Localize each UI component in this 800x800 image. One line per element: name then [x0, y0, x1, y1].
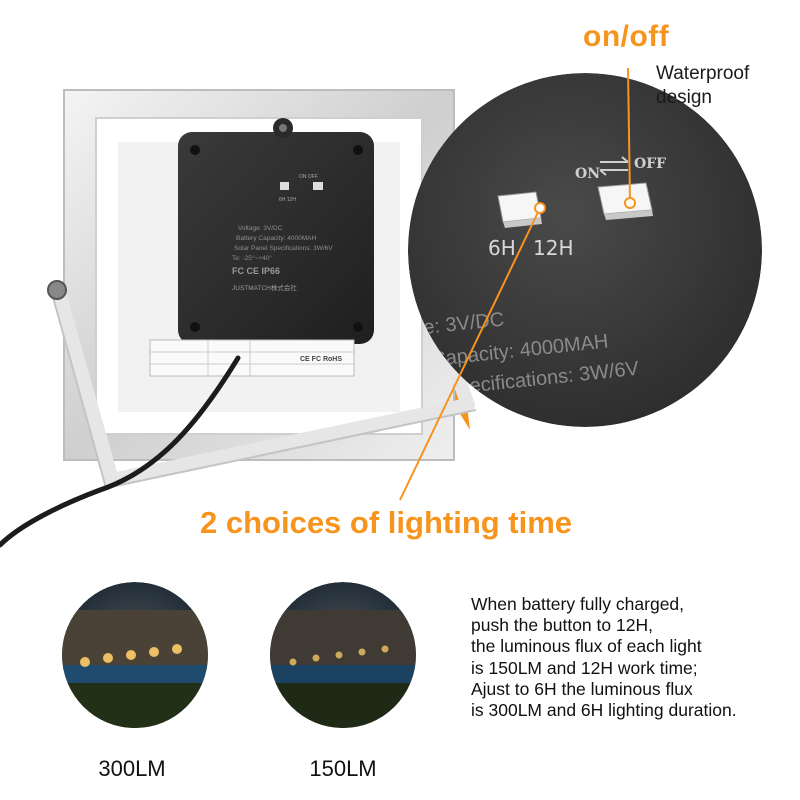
zoom-on-label: ON [575, 166, 600, 182]
description-line: When battery fully charged, [471, 594, 685, 614]
zoom-detail: ON OFF 6H 12H e: 3V/DC Capacity: 4000MAH… [408, 73, 762, 427]
bracket-knob-icon [47, 280, 67, 300]
description-line: the luminous flux of each light [471, 636, 702, 657]
callout-dot-6h [534, 202, 546, 214]
battery-box: ON OFF 6H 12H Voltage: 3V/DC Battery Cap… [178, 118, 374, 344]
switch-6h-button [497, 191, 542, 228]
callout-lines [399, 67, 631, 501]
description-line: push the button to 12H, [471, 615, 653, 636]
photo-caption-300lm: 300LM [98, 756, 166, 781]
spec-sticker: CE FC RoHS [149, 339, 355, 377]
device-certs: FC CE IP66 [232, 266, 280, 276]
description-line: is 300LM and 6H lighting duration. [471, 700, 737, 721]
device-voltage: Voltage: 3V/DC [238, 225, 283, 232]
switch-title: on/off [583, 20, 670, 53]
waterproof-line-1: Waterproof [656, 63, 750, 84]
mounting-bracket [51, 288, 475, 487]
description-line: is 150LM and 12H work time; [471, 657, 698, 678]
description-line: Ajust to 6H the luminous flux [471, 678, 693, 699]
device-temp: Te: -25°~+40° [232, 254, 272, 262]
waterproof-label: Waterproof design [656, 62, 786, 110]
device-mode-label: 6H 12H [279, 197, 296, 203]
zoom-off-label: OFF [634, 156, 666, 172]
photo-300lm [62, 582, 208, 728]
device-capacity: Battery Capacity: 4000MAH [236, 235, 317, 242]
callout-dot-off [624, 197, 636, 209]
device-brand: JUSTMATCH株式会社 [232, 283, 297, 292]
device-switch-label: ON OFF [299, 174, 318, 180]
photo-caption-150lm: 150LM [309, 756, 377, 781]
switch-off-button [597, 182, 653, 220]
switch-arrows-icon [599, 156, 629, 176]
device-panel-spec: Solar Panel Specifications: 3W/6V [234, 245, 333, 252]
zoom-12h-label: 12H [533, 236, 574, 260]
photo-150lm [270, 582, 416, 728]
charging-description: When battery fully charged, push the but… [471, 594, 796, 721]
sticker-cert: CE FC RoHS [300, 356, 342, 363]
power-cable [0, 355, 241, 548]
lighting-choices-title: 2 choices of lighting time [200, 505, 573, 540]
zoom-6h-label: 6H [488, 236, 516, 260]
waterproof-line-2: design [656, 87, 712, 108]
